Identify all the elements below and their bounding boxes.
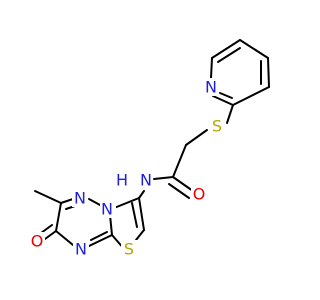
atom-s-thioether: S [209,117,225,136]
bond-pyr-c2-c3 [232,86,270,106]
bond-trz-c7-n [55,230,74,246]
bond-carbonyl-o-second [168,183,190,199]
atom-nh-amide: N H [116,171,152,190]
bond-trz-n-c6 [60,198,74,204]
atom-label: S [124,240,134,259]
atom-h-label: H [116,171,128,190]
bond-carbonyl-o [172,176,194,192]
bond-trz-c6-c7 [55,202,62,232]
bond-c7-o [44,230,57,240]
bond-pyr-n-c2-inner [219,92,233,99]
bond-ch2-carbonyl [172,144,187,178]
atom-n-bridge: N [100,200,116,219]
atom-s-thiazole: S [121,240,137,259]
bond-thz-c2-s [135,229,145,241]
bond-pyr-c2-s [226,104,234,124]
bond-c6-methyl [34,190,62,204]
atom-label: N [205,78,217,97]
atom-label: N [75,240,87,259]
bond-s-ch2 [185,129,208,146]
bond-trz-n-c7a [88,234,113,247]
bond-layer [34,39,270,251]
bond-carbonyl-n [153,176,174,180]
bond-pyr-c3-c4 [267,57,270,88]
atom-n-triazine-bottom: N [73,240,89,259]
bond-trz-nb-n [88,198,101,206]
bond-pyr-c6-n [210,57,213,79]
bond-thz-c7a-nb [109,214,113,236]
atom-label: N [74,189,86,208]
bond-thz-c3-c2-inner [131,202,138,228]
atom-label: S [212,117,222,136]
atom-label: O [193,185,206,204]
atom-o-amide: O [191,185,207,204]
atom-n-triazine-left: N [72,189,88,208]
bond-thz-c3-c2 [138,197,145,231]
molecule-structure-diagram: N S O N H N N N S [29,39,270,259]
atom-o-ketone: O [29,232,45,251]
bond-pyr-c5-c6 [211,39,241,59]
bond-c7-o-second [40,224,53,234]
atom-n-pyridine: N [203,78,219,97]
bond-thz-c3-nb [113,197,140,209]
bond-pyr-c4-c5 [239,39,269,59]
atom-label: O [31,232,44,251]
atom-label: N [101,200,113,219]
bond-n-c3 [138,190,145,199]
bond-pyr-n-c2 [212,95,234,106]
bond-trz-n-c7a-inner [90,231,108,241]
bond-pyr-c5-c6-inner [217,47,241,63]
atom-label: N [140,171,152,190]
atom-layer: N S O N H N N N S [29,78,225,259]
